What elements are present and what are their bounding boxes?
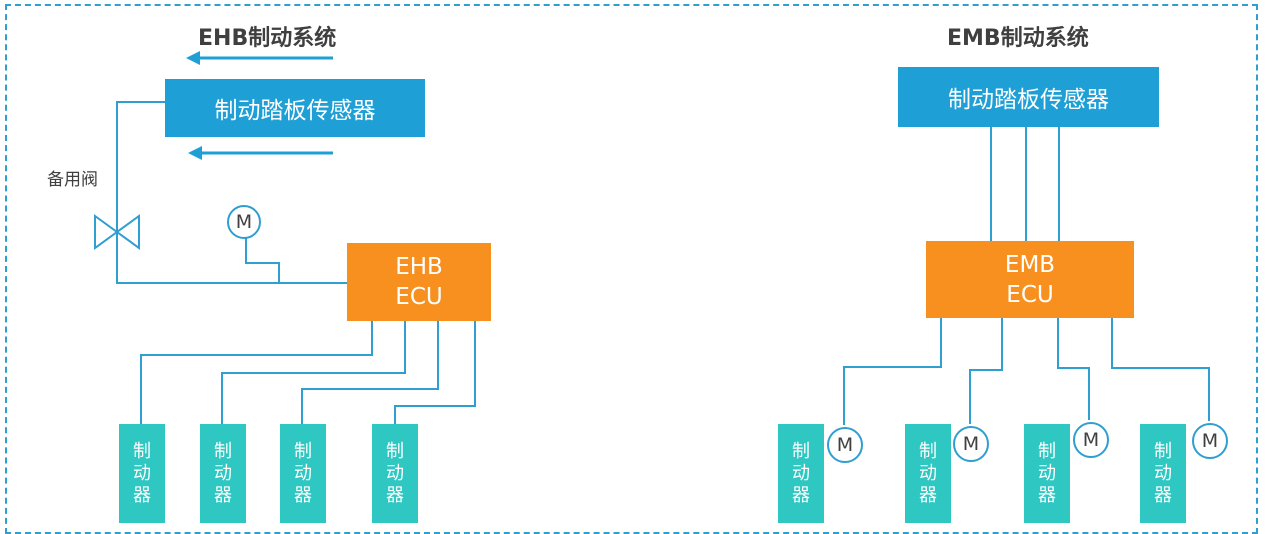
emb-brake-4-char2: 动 <box>1154 462 1172 484</box>
ehb-brake-2-char1: 制 <box>214 440 232 462</box>
ehb-brake-3-char3: 器 <box>294 484 312 506</box>
ehb-brake-3-char2: 动 <box>294 462 312 484</box>
emb-brake-3-char3: 器 <box>1038 484 1056 506</box>
emb-brake-1: 制 动 器 <box>778 424 824 523</box>
ehb-brake-2-char3: 器 <box>214 484 232 506</box>
emb-motor-1-icon: M <box>827 427 863 463</box>
emb-ecu-line1: EMB <box>1004 251 1056 278</box>
ehb-brake-2-char2: 动 <box>214 462 232 484</box>
emb-brake-2-char2: 动 <box>919 462 937 484</box>
backup-valve-icon-left <box>94 214 119 250</box>
emb-brake-4: 制 动 器 <box>1140 424 1186 523</box>
ehb-brake-3: 制 动 器 <box>280 424 326 523</box>
ehb-brake-2: 制 动 器 <box>200 424 246 523</box>
emb-brake-2: 制 动 器 <box>905 424 951 523</box>
emb-title: EMB制动系统 <box>947 26 1089 51</box>
backup-valve-label: 备用阀 <box>47 170 98 190</box>
ehb-ecu-line2: ECU <box>395 284 443 310</box>
connector-lines <box>94 51 1210 425</box>
ehb-flow-arrow-bottom-head <box>188 146 202 160</box>
emb-brake-1-char2: 动 <box>792 462 810 484</box>
diagram-canvas: EHB制动系统 制动踏板传感器 备用阀 M EHB ECU 制 动 器 制 动 … <box>5 4 1258 534</box>
emb-brake-1-char3: 器 <box>792 484 810 506</box>
emb-brake-3-char1: 制 <box>1038 440 1056 462</box>
emb-brake-2-char1: 制 <box>919 440 937 462</box>
ehb-brake-4-char2: 动 <box>386 462 404 484</box>
ehb-ecu: EHB ECU <box>347 243 491 321</box>
ehb-brake-4-char3: 器 <box>386 484 404 506</box>
ehb-title: EHB制动系统 <box>198 26 337 51</box>
ehb-motor-icon: M <box>227 205 261 239</box>
ehb-brake-1: 制 动 器 <box>119 424 165 523</box>
ehb-brake-line-4 <box>394 321 476 424</box>
emb-brake-3-char2: 动 <box>1038 462 1056 484</box>
ehb-motor-pipe <box>245 238 280 283</box>
backup-valve-icon-right <box>115 214 140 250</box>
ehb-brake-4-char1: 制 <box>386 440 404 462</box>
emb-motor-2-icon: M <box>953 426 989 462</box>
emb-brake-1-char1: 制 <box>792 440 810 462</box>
ehb-brake-pedal-sensor: 制动踏板传感器 <box>165 79 425 137</box>
ehb-brake-line-1 <box>140 321 373 424</box>
ehb-backup-pipe <box>116 101 347 284</box>
emb-ecu-line2: ECU <box>1006 281 1054 308</box>
emb-motor-line-2 <box>969 318 1003 424</box>
emb-brake-pedal-sensor: 制动踏板传感器 <box>898 67 1159 127</box>
emb-brake-2-char3: 器 <box>919 484 937 506</box>
ehb-brake-line-2 <box>221 321 406 424</box>
emb-brake-3: 制 动 器 <box>1024 424 1070 523</box>
ehb-brake-1-char2: 动 <box>133 462 151 484</box>
emb-ecu: EMB ECU <box>926 241 1134 318</box>
ehb-brake-3-char1: 制 <box>294 440 312 462</box>
emb-motor-3-icon: M <box>1073 422 1109 458</box>
emb-motor-line-3 <box>1057 318 1090 420</box>
ehb-brake-1-char3: 器 <box>133 484 151 506</box>
emb-brake-4-char3: 器 <box>1154 484 1172 506</box>
ehb-brake-line-3 <box>301 321 439 424</box>
emb-motor-4-icon: M <box>1192 423 1228 459</box>
emb-motor-line-4 <box>1111 318 1210 421</box>
emb-brake-4-char1: 制 <box>1154 440 1172 462</box>
ehb-ecu-line1: EHB <box>395 254 443 280</box>
ehb-brake-4: 制 动 器 <box>372 424 418 523</box>
ehb-brake-1-char1: 制 <box>133 440 151 462</box>
emb-motor-line-1 <box>843 318 942 425</box>
ehb-flow-arrow-top-head <box>186 51 200 65</box>
